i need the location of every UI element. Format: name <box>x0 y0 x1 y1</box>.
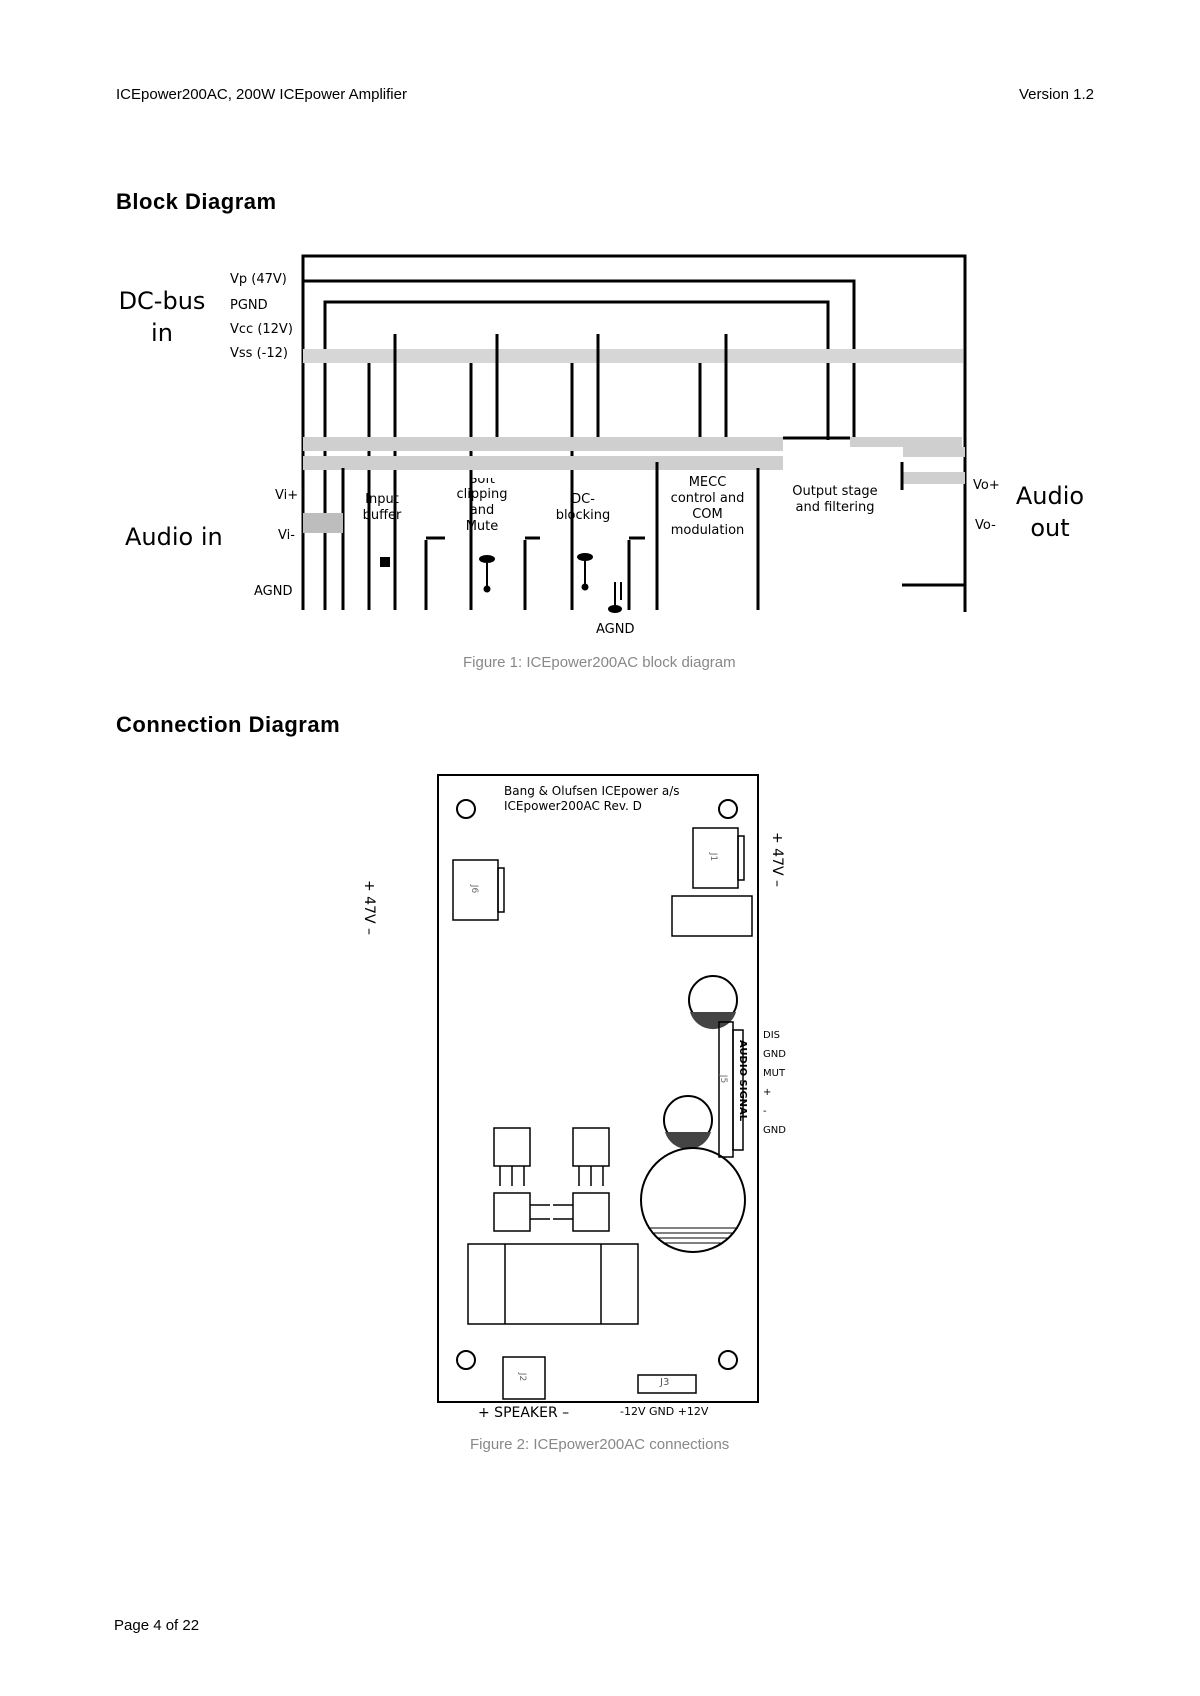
figure-1-caption: Figure 1: ICEpower200AC block diagram <box>463 654 736 671</box>
j6-label: J6 <box>469 884 480 894</box>
left-47v-label: + 47V – <box>361 880 377 936</box>
bus-bar <box>903 472 965 484</box>
pcb-diagram <box>437 774 759 1403</box>
vi-plus-label: Vi+ <box>275 488 299 503</box>
agnd-left-label: AGND <box>254 584 293 599</box>
dc-bus-label: DC-bus in <box>117 285 207 349</box>
block-label-line: clipping <box>456 487 508 502</box>
pcb-title-line: ICEpower200AC Rev. D <box>504 799 642 813</box>
block-diagram-heading: Block Diagram <box>116 189 277 214</box>
supply-label: -12V GND +12V <box>620 1405 709 1418</box>
speaker-label: + SPEAKER – <box>478 1405 570 1421</box>
audio-out-label-line: Audio <box>1015 482 1085 510</box>
block-label-line: Input <box>365 492 399 507</box>
dc-blocking-block: DC- blocking <box>543 492 623 524</box>
large-capacitor <box>640 1147 746 1253</box>
signal-pin-label: GND <box>763 1049 786 1060</box>
block-label-line: buffer <box>362 508 402 523</box>
mounting-holes <box>456 799 738 1370</box>
signal-pin-label: - <box>763 1106 767 1117</box>
vo-minus-label: Vo- <box>975 518 996 533</box>
j5-connector <box>718 1021 734 1158</box>
input-pad <box>303 513 343 533</box>
block-label-line: Output stage <box>792 484 878 499</box>
version-label: Version 1.2 <box>1018 86 1094 103</box>
block-label-line: and <box>469 503 495 518</box>
audio-signal-pins: DIS GND MUT + - GND <box>763 1026 787 1140</box>
document-title: ICEpower200AC, 200W ICEpower Amplifier <box>116 86 407 103</box>
connection-diagram-heading: Connection Diagram <box>116 712 341 737</box>
vss-rail-label: Vss (-12) <box>230 346 288 361</box>
pgnd-rail-label: PGND <box>230 298 268 313</box>
signal-pin-label: MUT <box>763 1068 786 1079</box>
right-47v-label: + 47V – <box>769 832 785 888</box>
soft-clipping-block: Soft clipping and Mute <box>442 478 522 535</box>
block-label-line: blocking <box>555 508 611 523</box>
dc-bus-label-line: in <box>151 319 173 347</box>
audio-in-label: Audio in <box>125 523 223 551</box>
j1-label: J1 <box>708 852 719 862</box>
component-rect <box>671 895 753 937</box>
inductor <box>467 1243 639 1325</box>
agnd-bottom-label: AGND <box>596 622 635 637</box>
block-label-line: and filtering <box>795 500 875 515</box>
pcb-silkscreen-title: Bang & Olufsen ICEpower a/s ICEpower200A… <box>504 784 680 814</box>
signal-pin-label: + <box>763 1087 772 1098</box>
vp-rail <box>303 279 856 440</box>
block-label-line: DC- <box>571 492 595 507</box>
page-number: Page 4 of 22 <box>114 1617 200 1634</box>
signal-pin-label: GND <box>763 1125 786 1136</box>
j2-label: J2 <box>517 1372 528 1382</box>
j5-label: J5 <box>718 1074 729 1084</box>
vcc-rail-label: Vcc (12V) <box>230 322 293 337</box>
block-label-line: control and <box>670 491 745 506</box>
pcb-outline <box>437 774 759 1403</box>
vp-rail-label: Vp (47V) <box>230 272 287 287</box>
audio-out-label: Audio out <box>1010 480 1090 544</box>
figure-2-caption: Figure 2: ICEpower200AC connections <box>470 1436 730 1453</box>
block-separators <box>341 462 965 610</box>
transistors <box>493 1127 610 1232</box>
bus-bar <box>303 437 783 451</box>
bus-bar <box>850 437 962 447</box>
block-label-line: Mute <box>465 519 499 534</box>
block-label-line: COM <box>692 507 723 522</box>
vi-minus-label: Vi- <box>278 528 295 543</box>
pcb-title-line: Bang & Olufsen ICEpower a/s <box>504 784 680 798</box>
signal-pin-label: DIS <box>763 1030 780 1041</box>
block-label-line: modulation <box>670 523 745 538</box>
audio-out-label-line: out <box>1030 514 1070 542</box>
block-diagram <box>301 254 967 613</box>
vss-rail <box>303 349 963 363</box>
audio-signal-label: AUDIO SIGNAL <box>737 1040 748 1122</box>
vss-taps <box>367 363 702 610</box>
block-label-line: MECC <box>688 475 727 490</box>
vo-plus-label: Vo+ <box>973 478 1000 493</box>
buffer-symbol <box>380 557 390 567</box>
output-stage-block: Output stage and filtering <box>775 484 895 516</box>
frame-line <box>301 254 967 612</box>
vcc-taps <box>393 334 728 610</box>
block-label-line: Soft <box>469 478 495 487</box>
input-buffer-block: Input buffer <box>352 492 412 524</box>
j3-connector <box>637 1374 697 1394</box>
dc-bus-label-line: DC-bus <box>118 287 206 315</box>
j3-label: J3 <box>660 1377 670 1388</box>
bus-bar <box>903 447 965 457</box>
bus-bar <box>303 456 783 470</box>
j2-connector <box>502 1356 546 1400</box>
mecc-block: MECC control and COM modulation <box>660 475 755 539</box>
